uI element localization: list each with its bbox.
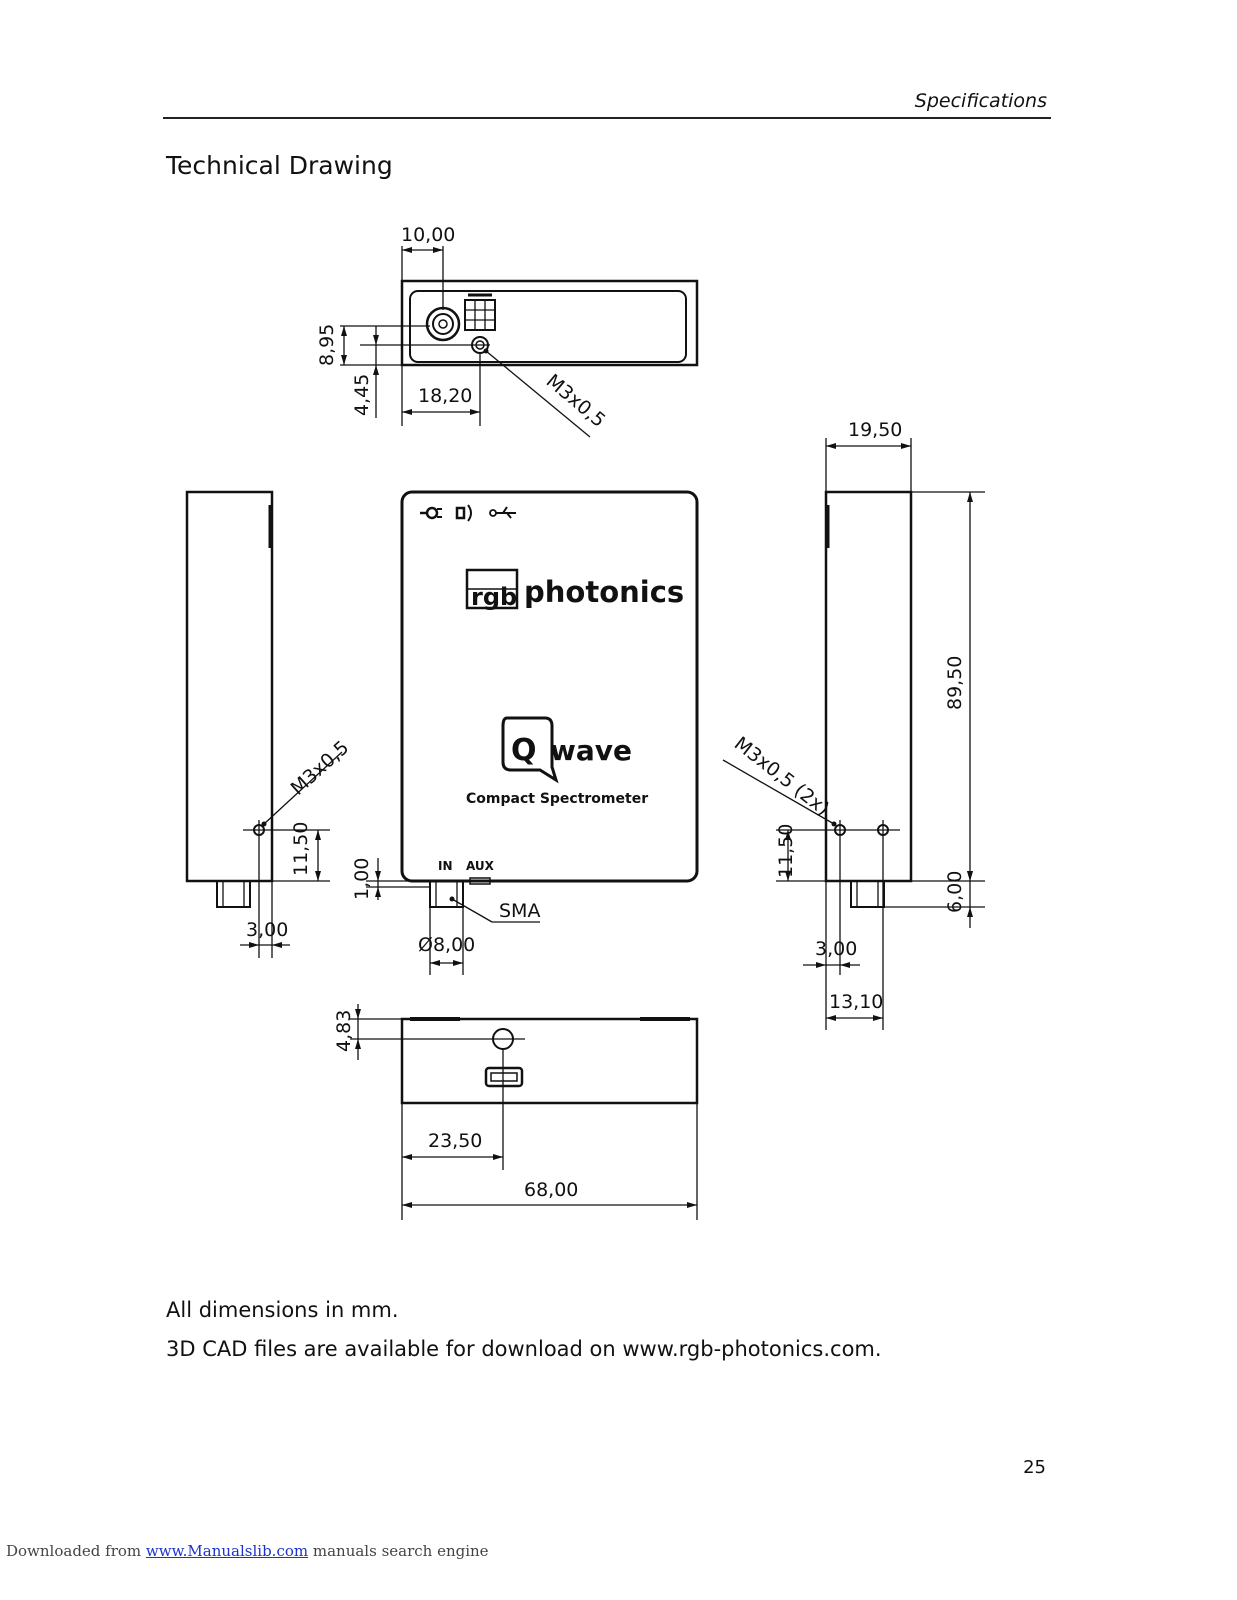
dim-right-height: 89,50 bbox=[944, 656, 966, 710]
dim-left-thread: M3x0,5 bbox=[287, 737, 354, 800]
dim-bottom-h: 23,50 bbox=[428, 1130, 482, 1152]
left-side-view bbox=[185, 490, 343, 958]
dim-right-depth: 19,50 bbox=[848, 419, 902, 441]
front-view bbox=[366, 490, 699, 975]
note-units: All dimensions in mm. bbox=[166, 1298, 399, 1322]
product-subtitle: Compact Spectrometer bbox=[466, 791, 648, 807]
dim-bottom-v: 4,83 bbox=[333, 1010, 355, 1052]
dim-sma: SMA bbox=[499, 900, 540, 922]
footer-link[interactable]: www.Manualslib.com bbox=[145, 1542, 309, 1560]
bottom-view bbox=[350, 1004, 699, 1220]
dim-right-hole-v: 11,50 bbox=[775, 824, 797, 878]
dim-total-width: 68,00 bbox=[524, 1179, 578, 1201]
dim-right-thread: M3x0,5 (2x) bbox=[730, 733, 833, 821]
product-logo-q: Q bbox=[511, 733, 537, 768]
dim-left-hole-h: 3,00 bbox=[246, 919, 288, 941]
running-header: Specifications bbox=[914, 90, 1047, 112]
dim-top-hole-v1: 8,95 bbox=[316, 324, 338, 366]
header-rule bbox=[163, 117, 1051, 119]
port-aux-label: AUX bbox=[466, 859, 495, 873]
product-name: wave bbox=[550, 734, 632, 767]
footer-suffix: manuals search engine bbox=[308, 1542, 489, 1560]
dim-right-bottom: 6,00 bbox=[944, 871, 966, 913]
footer-prefix: Downloaded from bbox=[6, 1542, 146, 1560]
page-number: 25 bbox=[1023, 1457, 1046, 1478]
dim-sma-dia: Ø8,00 bbox=[418, 934, 475, 956]
brand-name: photonics bbox=[524, 575, 684, 609]
dim-top-thread: M3x0,5 bbox=[542, 370, 610, 432]
section-title: Technical Drawing bbox=[166, 151, 393, 180]
dim-sma-offset: 1,00 bbox=[351, 858, 373, 900]
port-in-label: IN bbox=[438, 859, 453, 873]
right-side-view bbox=[722, 438, 985, 1030]
brand-mark: rgb bbox=[471, 583, 517, 611]
footer: Downloaded from www.Manualslib.com manua… bbox=[6, 1542, 489, 1560]
dim-right-hole-spacing: 13,10 bbox=[829, 991, 883, 1013]
dim-left-hole-v: 11,50 bbox=[290, 822, 312, 876]
dim-top-hole-v2: 4,45 bbox=[351, 374, 373, 416]
dim-right-hole-h: 3,00 bbox=[815, 938, 857, 960]
top-view bbox=[340, 246, 699, 438]
note-cad: 3D CAD files are available for download … bbox=[166, 1337, 882, 1361]
dim-top-width: 10,00 bbox=[401, 224, 455, 246]
dim-top-hole-h: 18,20 bbox=[418, 385, 472, 407]
